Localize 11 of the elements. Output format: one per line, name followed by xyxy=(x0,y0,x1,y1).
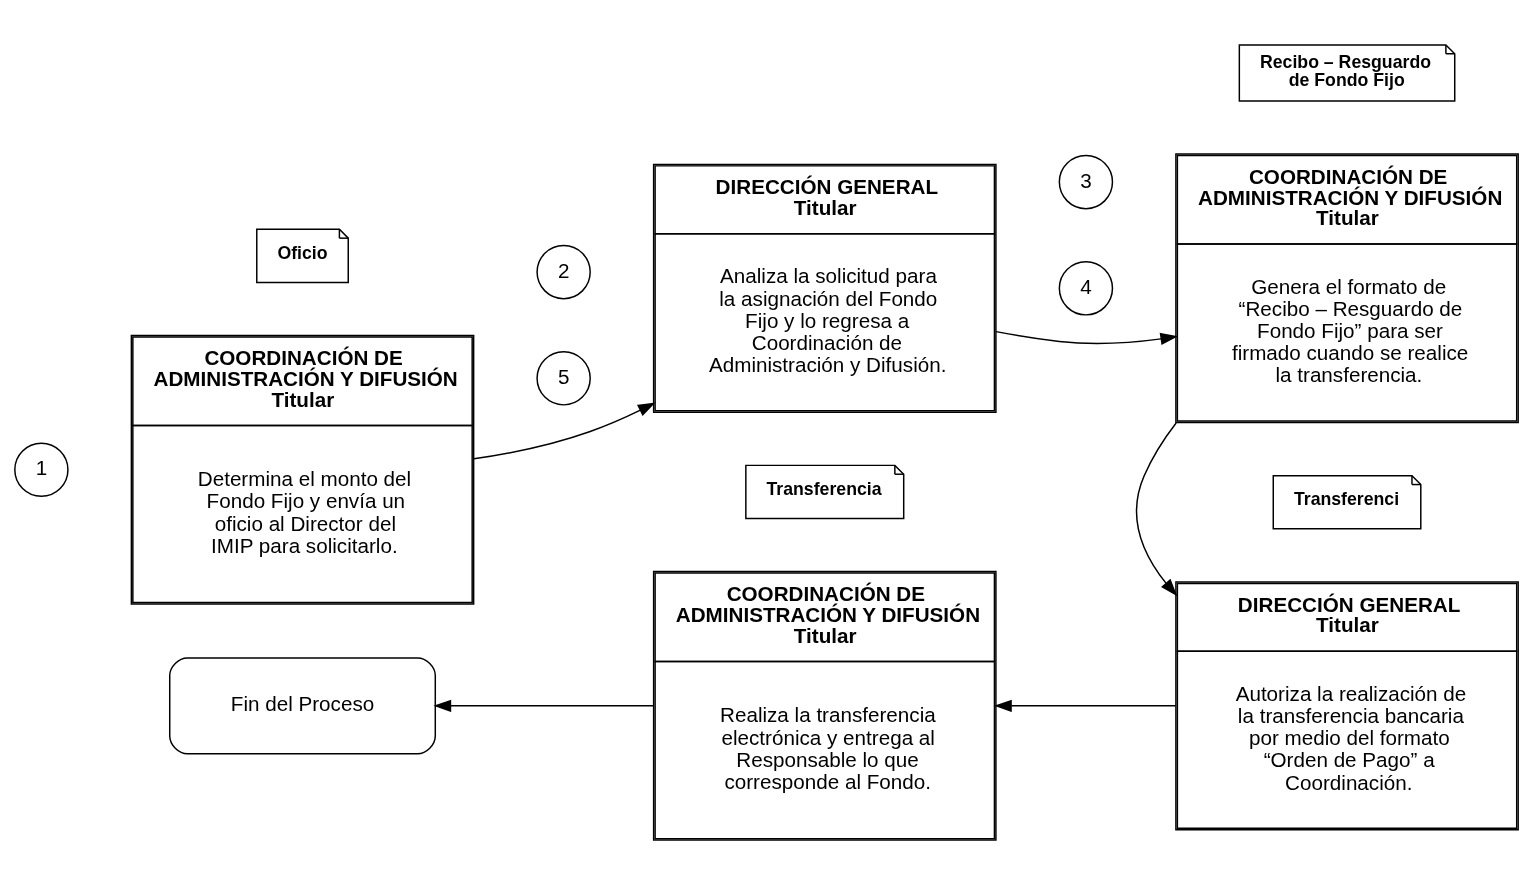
node-box: Fin del Proceso xyxy=(169,656,437,755)
arrow xyxy=(994,699,1177,712)
arrow xyxy=(433,699,655,712)
node-circle: 2 xyxy=(536,244,591,299)
node-circle: 3 xyxy=(1058,154,1114,209)
node-circle: 5 xyxy=(536,350,591,406)
node-circle: 1 xyxy=(14,442,69,497)
node-circle: 4 xyxy=(1058,260,1114,316)
arrow xyxy=(473,401,656,460)
arrow xyxy=(1135,421,1178,596)
arrow xyxy=(995,330,1179,345)
